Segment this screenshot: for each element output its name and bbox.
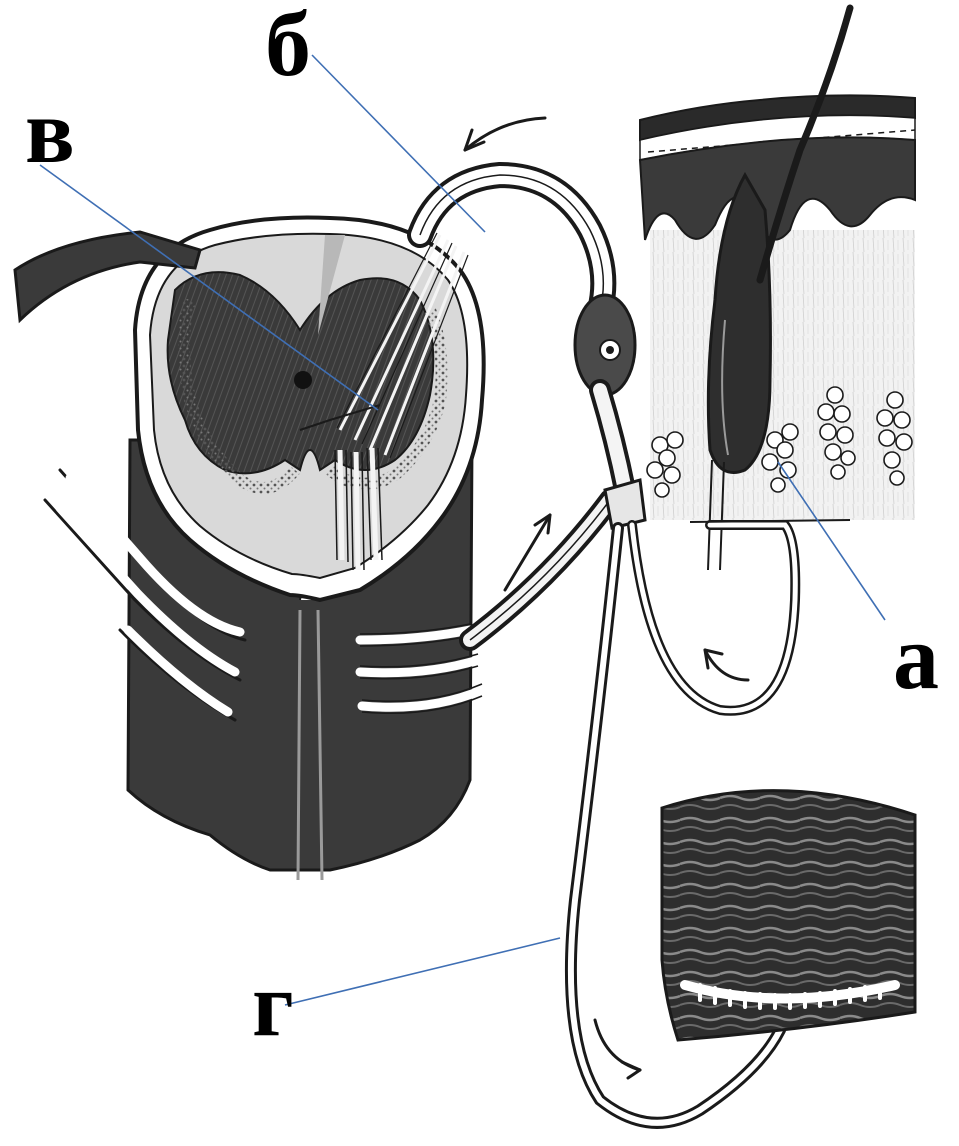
label-v: в bbox=[25, 80, 75, 182]
nerve-junction bbox=[605, 480, 645, 528]
pointer-b bbox=[312, 55, 485, 232]
label-g: г bbox=[252, 953, 294, 1055]
label-a: а bbox=[893, 606, 939, 708]
label-b: б bbox=[265, 0, 311, 95]
central-canal bbox=[294, 371, 312, 389]
arrow-skin-loop-icon bbox=[705, 650, 748, 680]
arrow-motor-icon bbox=[595, 1020, 640, 1070]
skin-sensory-fiber bbox=[632, 520, 850, 711]
skin-section bbox=[640, 8, 915, 570]
skeletal-muscle bbox=[662, 791, 915, 1040]
pointer-g bbox=[285, 938, 560, 1005]
